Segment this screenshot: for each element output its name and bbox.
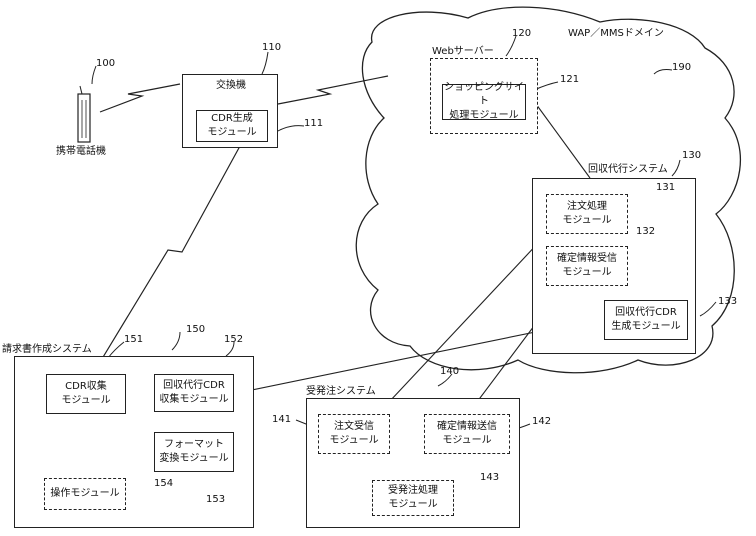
order-proc-module: 受発注処理 モジュール	[372, 480, 454, 516]
collection-ref: 130	[682, 150, 702, 161]
phone-ref: 100	[96, 58, 116, 69]
wireless-link-cdr	[93, 145, 241, 373]
agency-cdr-collect-line2: 収集モジュール	[159, 394, 229, 405]
shopping-line1: ショッピングサイト	[444, 82, 524, 107]
web-server-title: Webサーバー	[432, 46, 494, 57]
web-server-ref: 120	[512, 28, 532, 39]
collection-title: 回収代行システム	[588, 164, 668, 175]
confirm-receive-ref: 132	[636, 226, 656, 237]
order-receive-line1: 注文受信	[334, 421, 374, 432]
confirm-send-ref: 142	[532, 416, 552, 427]
phone-icon	[77, 85, 91, 143]
wireless-link-phone	[99, 83, 181, 113]
agency-cdr-collect-line1: 回収代行CDR	[163, 380, 225, 391]
wap-domain-ref: 190	[672, 62, 692, 73]
cdr-collect-module: CDR収集 モジュール	[46, 374, 126, 414]
order-process-ref: 131	[656, 182, 676, 193]
cdr-collect-line1: CDR収集	[65, 381, 107, 392]
agency-cdr-gen-module: 回収代行CDR 生成モジュール	[604, 300, 688, 340]
control-ref: 154	[154, 478, 174, 489]
format-convert-module: フォーマット 変換モジュール	[154, 432, 234, 472]
wireless-link-exchange-web	[277, 75, 389, 105]
exchange-title: 交換機	[216, 80, 246, 91]
order-receive-module: 注文受信 モジュール	[318, 414, 390, 454]
link-shop-collection	[535, 103, 591, 179]
order-receive-ref: 141	[272, 414, 292, 425]
billing-title: 請求書作成システム	[2, 344, 92, 355]
agency-cdr-collect-module: 回収代行CDR 収集モジュール	[154, 374, 234, 412]
shopping-line2: 処理モジュール	[449, 110, 519, 121]
agency-cdr-collect-ref: 152	[224, 334, 244, 345]
cdr-gen-line1: CDR生成	[211, 113, 253, 124]
confirm-receive-line2: モジュール	[562, 267, 612, 278]
ordering-ref: 140	[440, 366, 460, 377]
exchange-ref: 110	[262, 42, 282, 53]
format-convert-line1: フォーマット	[164, 439, 224, 450]
wap-domain-cloud	[355, 6, 741, 374]
confirm-send-line1: 確定情報送信	[437, 421, 497, 432]
format-convert-line2: 変換モジュール	[159, 453, 229, 464]
cdr-gen-line2: モジュール	[207, 127, 257, 138]
order-receive-line2: モジュール	[329, 435, 379, 446]
cdr-collect-ref: 151	[124, 334, 144, 345]
format-convert-ref: 153	[206, 494, 226, 505]
billing-ref: 150	[186, 324, 206, 335]
confirm-receive-module: 確定情報受信 モジュール	[546, 246, 628, 286]
order-process-module: 注文処理 モジュール	[546, 194, 628, 234]
confirm-send-module: 確定情報送信 モジュール	[424, 414, 510, 454]
order-process-line1: 注文処理	[567, 201, 607, 212]
shopping-module: ショッピングサイト 処理モジュール	[442, 82, 526, 121]
phone-label: 携帯電話機	[56, 146, 106, 157]
order-proc-ref: 143	[480, 472, 500, 483]
link-order-recv	[373, 223, 557, 419]
confirm-send-line2: モジュール	[442, 435, 492, 446]
order-process-line2: モジュール	[562, 215, 612, 226]
ordering-title: 受発注システム	[306, 386, 376, 397]
control-module: 操作モジュール	[44, 478, 126, 510]
agency-cdr-gen-line1: 回収代行CDR	[615, 307, 677, 318]
order-proc-line2: モジュール	[388, 499, 438, 510]
order-proc-line1: 受発注処理	[388, 485, 438, 496]
agency-cdr-gen-line2: 生成モジュール	[611, 321, 681, 332]
confirm-receive-line1: 確定情報受信	[557, 253, 617, 264]
cdr-collect-line2: モジュール	[61, 395, 111, 406]
shopping-ref: 121	[560, 74, 580, 85]
control-label: 操作モジュール	[50, 488, 120, 499]
wap-domain-label: WAP／MMSドメイン	[568, 28, 664, 39]
cdr-gen-module: CDR生成 モジュール	[196, 110, 268, 142]
agency-cdr-gen-ref: 133	[718, 296, 738, 307]
cdr-gen-ref: 111	[304, 118, 324, 129]
